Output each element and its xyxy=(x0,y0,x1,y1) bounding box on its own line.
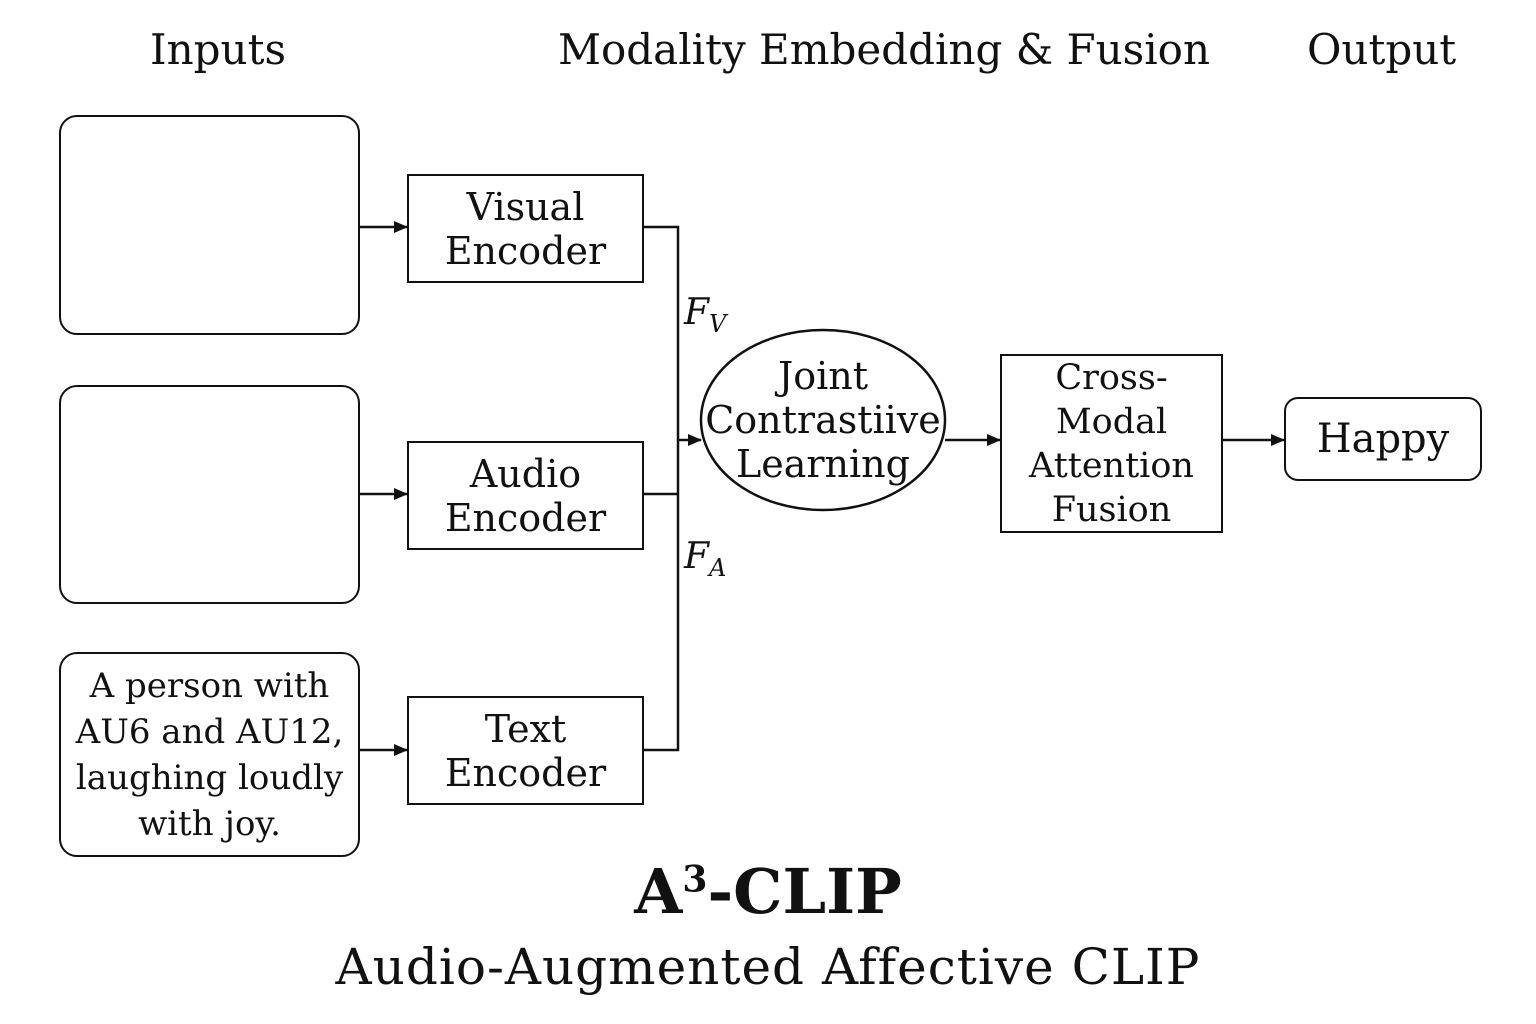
fusion-line: Cross-Modal xyxy=(1055,357,1168,442)
audio-feature-label: FA xyxy=(684,536,726,582)
title-part: -CLIP xyxy=(707,855,902,928)
inputs-header: Inputs xyxy=(150,25,287,74)
text-input-line: AU6 and AU12, xyxy=(75,711,344,752)
text-encoder-label: Encoder xyxy=(444,750,607,795)
joint-learning-line: Joint xyxy=(777,354,868,398)
text-input-box: A person with AU6 and AU12, laughing lou… xyxy=(59,652,360,857)
audio-encoder-box: Audio Encoder xyxy=(407,441,644,550)
visual-encoder-label: Encoder xyxy=(444,228,607,273)
output-box: Happy xyxy=(1284,397,1482,481)
text-encoder-box: Text Encoder xyxy=(407,696,644,805)
feature-symbol: F xyxy=(684,536,709,577)
feature-subscript: A xyxy=(708,554,727,583)
joint-learning-label: Joint Contrastiive Learning xyxy=(701,330,945,510)
title-part: A xyxy=(634,855,683,928)
output-header: Output xyxy=(1307,25,1457,74)
feature-symbol: F xyxy=(684,292,709,333)
face-input-box xyxy=(59,115,360,335)
text-encoder-label: Text xyxy=(484,706,567,751)
visual-encoder-box: Visual Encoder xyxy=(407,174,644,283)
audio-encoder-label: Encoder xyxy=(444,495,607,540)
text-input-line: with joy. xyxy=(138,803,281,844)
text-input-line: A person with xyxy=(89,665,330,706)
fusion-header: Modality Embedding & Fusion xyxy=(558,25,1211,74)
audio-encoder-label: Audio xyxy=(469,451,582,496)
audio-input-box xyxy=(59,385,360,604)
joint-learning-line: Contrastiive xyxy=(705,398,941,442)
visual-feature-line xyxy=(644,225,680,752)
joint-learning-line: Learning xyxy=(736,442,910,486)
model-subtitle: Audio-Augmented Affective CLIP xyxy=(335,938,1201,996)
model-title: A3-CLIP xyxy=(0,855,1536,928)
visual-encoder-label: Visual xyxy=(466,184,585,229)
attention-fusion-box: Cross-Modal Attention Fusion xyxy=(1000,354,1223,533)
fusion-line: Fusion xyxy=(1051,489,1172,530)
title-superscript: 3 xyxy=(682,858,708,901)
fusion-line: Attention xyxy=(1029,445,1194,486)
visual-feature-label: FV xyxy=(684,292,726,338)
joint-learning-ellipse xyxy=(699,328,947,512)
text-input-line: laughing loudly xyxy=(75,757,344,798)
output-label: Happy xyxy=(1316,416,1450,462)
feature-subscript: V xyxy=(708,310,727,339)
